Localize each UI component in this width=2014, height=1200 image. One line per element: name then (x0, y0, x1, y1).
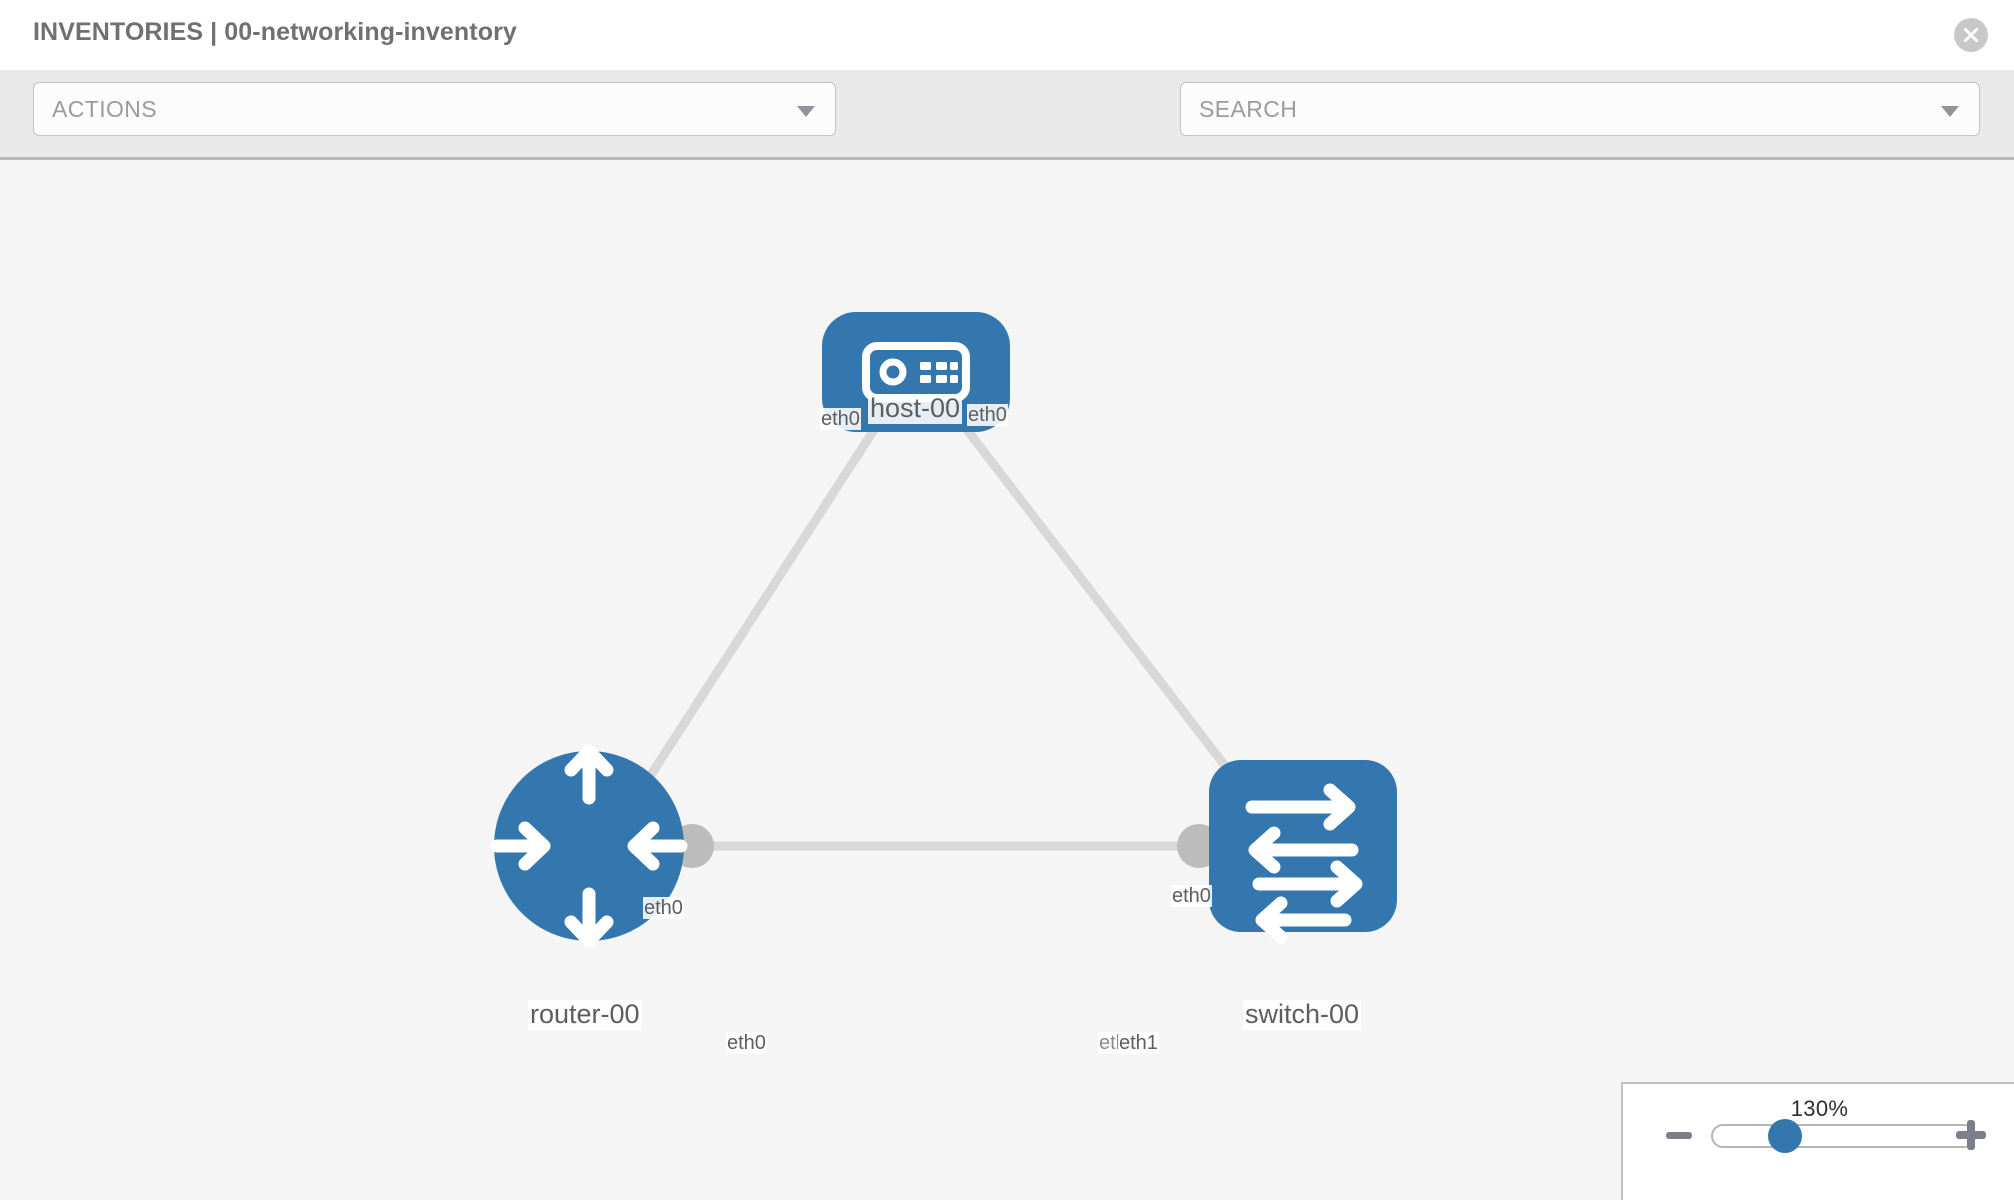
node-switch-00 (1209, 760, 1397, 944)
page-header: INVENTORIES | 00-networking-inventory (0, 0, 2014, 70)
iface-label-host-right: eth0 (967, 404, 1008, 426)
page-title: INVENTORIES | 00-networking-inventory (33, 18, 517, 46)
zoom-slider-track[interactable] (1711, 1124, 1976, 1148)
topology-connectors (603, 383, 1259, 868)
search-input[interactable]: SEARCH (1180, 82, 1980, 136)
node-label-switch-00: switch-00 (1243, 999, 1362, 1030)
toolbar: ACTIONS SEARCH (0, 70, 2014, 198)
link-host-switch (944, 402, 1259, 808)
node-label-host-00: host-00 (868, 393, 963, 424)
topology-canvas[interactable]: host-00 router-00 switch-00 eth0 eth0 et… (0, 160, 2014, 1200)
chevron-down-icon (797, 106, 815, 117)
close-icon[interactable] (1954, 18, 1988, 52)
node-router-00 (490, 744, 688, 948)
actions-dropdown[interactable]: ACTIONS (33, 82, 836, 136)
zoom-in-button[interactable] (1956, 1120, 1986, 1150)
iface-label-router-north: eth0 (643, 897, 684, 919)
zoom-out-button[interactable] (1666, 1132, 1692, 1139)
zoom-level-value: 130% (1790, 1096, 1849, 1121)
iface-label-switch-west: eth1 (1118, 1032, 1159, 1054)
iface-label-switch-north: eth0 (1171, 885, 1212, 907)
actions-dropdown-label: ACTIONS (52, 96, 158, 122)
node-label-router-00: router-00 (528, 999, 642, 1030)
topology-links (621, 402, 1259, 851)
router-arrows-icon (490, 744, 688, 948)
iface-label-host-left: eth0 (820, 408, 861, 430)
switch-arrows-icon (1245, 783, 1363, 944)
topology-graph (490, 312, 1397, 948)
zoom-slider-thumb[interactable] (1768, 1119, 1802, 1153)
iface-label-router-east: eth0 (726, 1032, 767, 1054)
search-placeholder: SEARCH (1199, 96, 1298, 122)
chevron-down-icon[interactable] (1941, 106, 1959, 117)
link-host-router (621, 402, 894, 818)
zoom-control-panel: 130% (1621, 1082, 2014, 1200)
